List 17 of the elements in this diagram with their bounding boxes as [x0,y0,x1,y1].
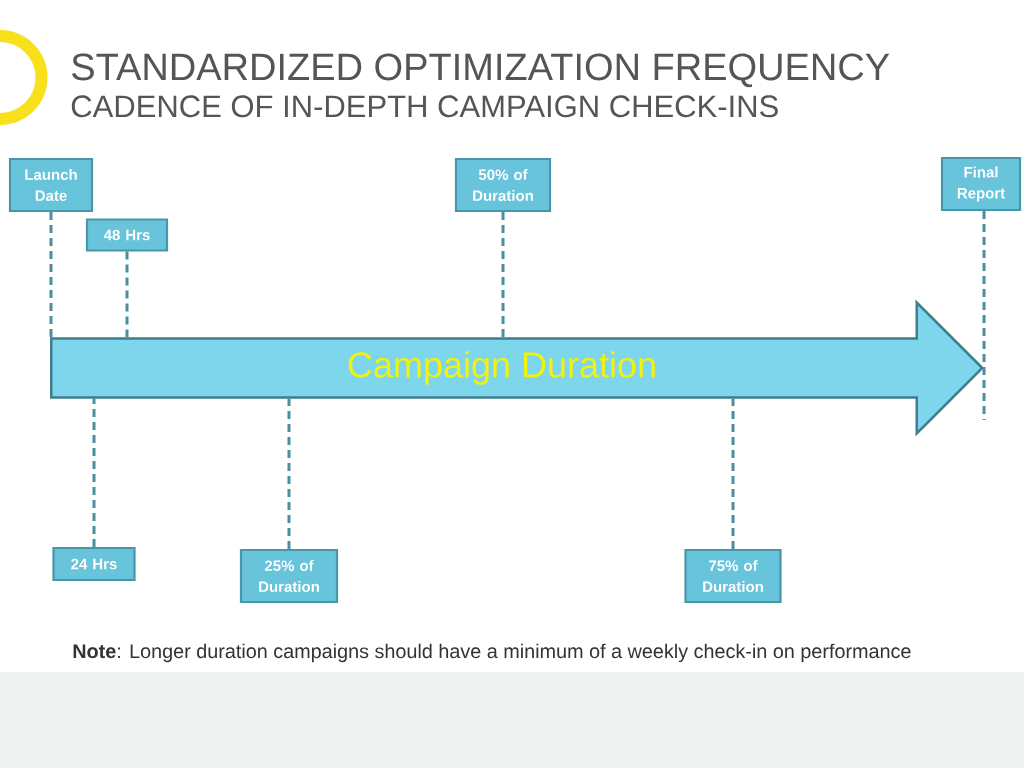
dashed-connector [501,212,505,338]
milestone-box: 75% of Duration [684,548,782,604]
note-text: Note: Longer duration campaigns should have a minimum of a weekly check-in on performance [73,643,911,663]
dashed-connector [731,398,735,549]
milestone-box: 24 Hrs [52,546,136,582]
dashed-connector [982,211,986,420]
dashed-connector [49,212,53,338]
dashed-connector [92,398,96,547]
milestone-box: Final Report [940,156,1022,212]
milestone-box: 25% of Duration [239,548,339,604]
milestone-box: 50% of Duration [454,157,552,213]
dashed-connector [287,398,291,549]
milestone-box: Launch Date [8,157,94,213]
subtitle: CADENCE OF IN-DEPTH CAMPAIGN CHECK-INS [71,95,778,118]
title: STANDARDIZED OPTIMIZATION FREQUENCY [72,53,890,88]
dashed-connector [125,251,129,338]
milestone-box: 48 Hrs [85,218,169,252]
